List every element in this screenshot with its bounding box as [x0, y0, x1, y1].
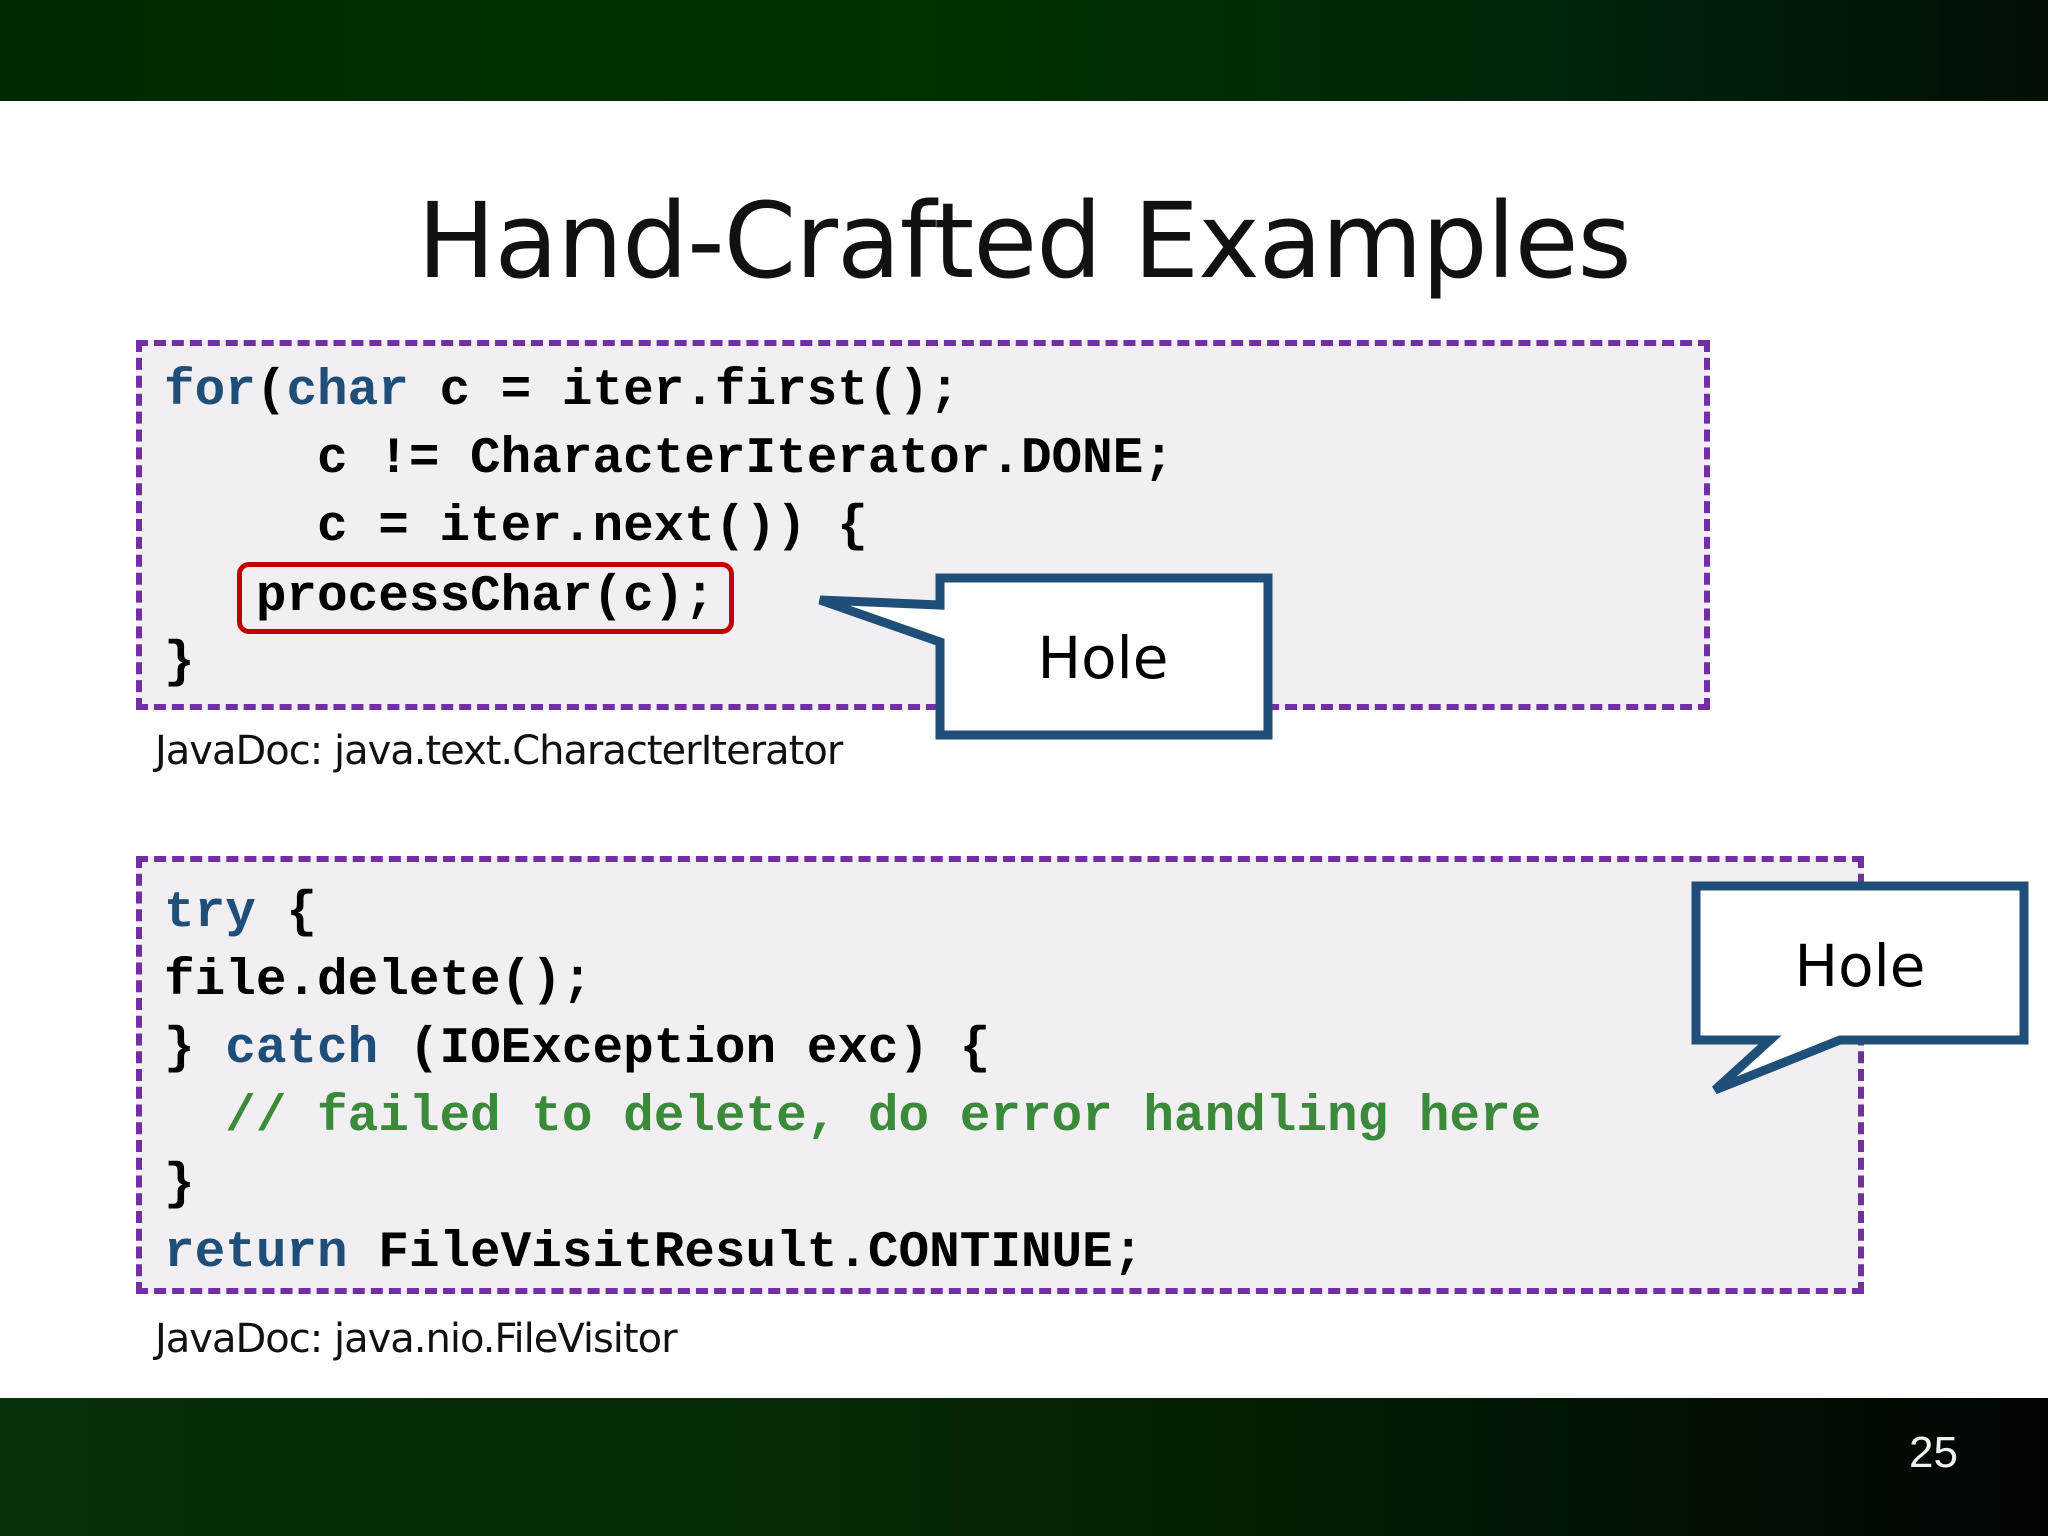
top-banner — [0, 0, 2048, 101]
code-line: try { — [164, 880, 1541, 948]
code-text: FileVisitResult.CONTINUE; — [347, 1225, 1144, 1282]
code-line: processChar(c); — [164, 562, 1174, 634]
code-keyword: char — [286, 363, 409, 420]
code-keyword: try — [164, 885, 256, 942]
slide-number: 25 — [1909, 1428, 1958, 1477]
code-keyword: catch — [225, 1021, 379, 1078]
code-example-1: for(char c = iter.first(); c != Characte… — [136, 340, 1710, 710]
code-text: (IOException exc) { — [378, 1021, 991, 1078]
code-line: file.delete(); — [164, 953, 593, 1010]
code-example-2: try {file.delete();} catch (IOException … — [136, 856, 1864, 1294]
code-line: return FileVisitResult.CONTINUE; — [164, 1220, 1541, 1288]
code-line: for(char c = iter.first(); — [164, 358, 1174, 426]
slide-title: Hand-Crafted Examples — [417, 180, 1632, 302]
code-text: c = iter.first(); — [408, 363, 960, 420]
code-block-2: try {file.delete();} catch (IOException … — [164, 880, 1541, 1288]
code-comment: // failed to delete, do error handling h… — [225, 1089, 1542, 1146]
code-line: c = iter.next()) { — [164, 499, 868, 556]
javadoc-caption-2: JavaDoc: java.nio.FileVisitor — [155, 1316, 678, 1362]
code-indent — [164, 1089, 225, 1146]
hole-callout-label-1: Hole — [1037, 624, 1169, 692]
code-line: } — [164, 1157, 195, 1214]
javadoc-caption-1: JavaDoc: java.text.CharacterIterator — [155, 728, 843, 774]
code-text: ( — [255, 363, 287, 420]
code-keyword: return — [164, 1225, 348, 1282]
code-line: } catch (IOException exc) { — [164, 1016, 1541, 1084]
code-line: // failed to delete, do error handling h… — [164, 1084, 1541, 1152]
code-text: } — [164, 1021, 226, 1078]
hole-callout-label-2: Hole — [1794, 932, 1926, 1000]
code-text: { — [255, 885, 318, 942]
code-line: } — [164, 635, 195, 692]
code-block-1: for(char c = iter.first(); c != Characte… — [164, 358, 1174, 698]
code-line: c != CharacterIterator.DONE; — [164, 431, 1174, 488]
hole-marker: processChar(c); — [236, 562, 734, 634]
code-keyword: for — [164, 363, 256, 420]
bottom-banner — [0, 1398, 2048, 1536]
